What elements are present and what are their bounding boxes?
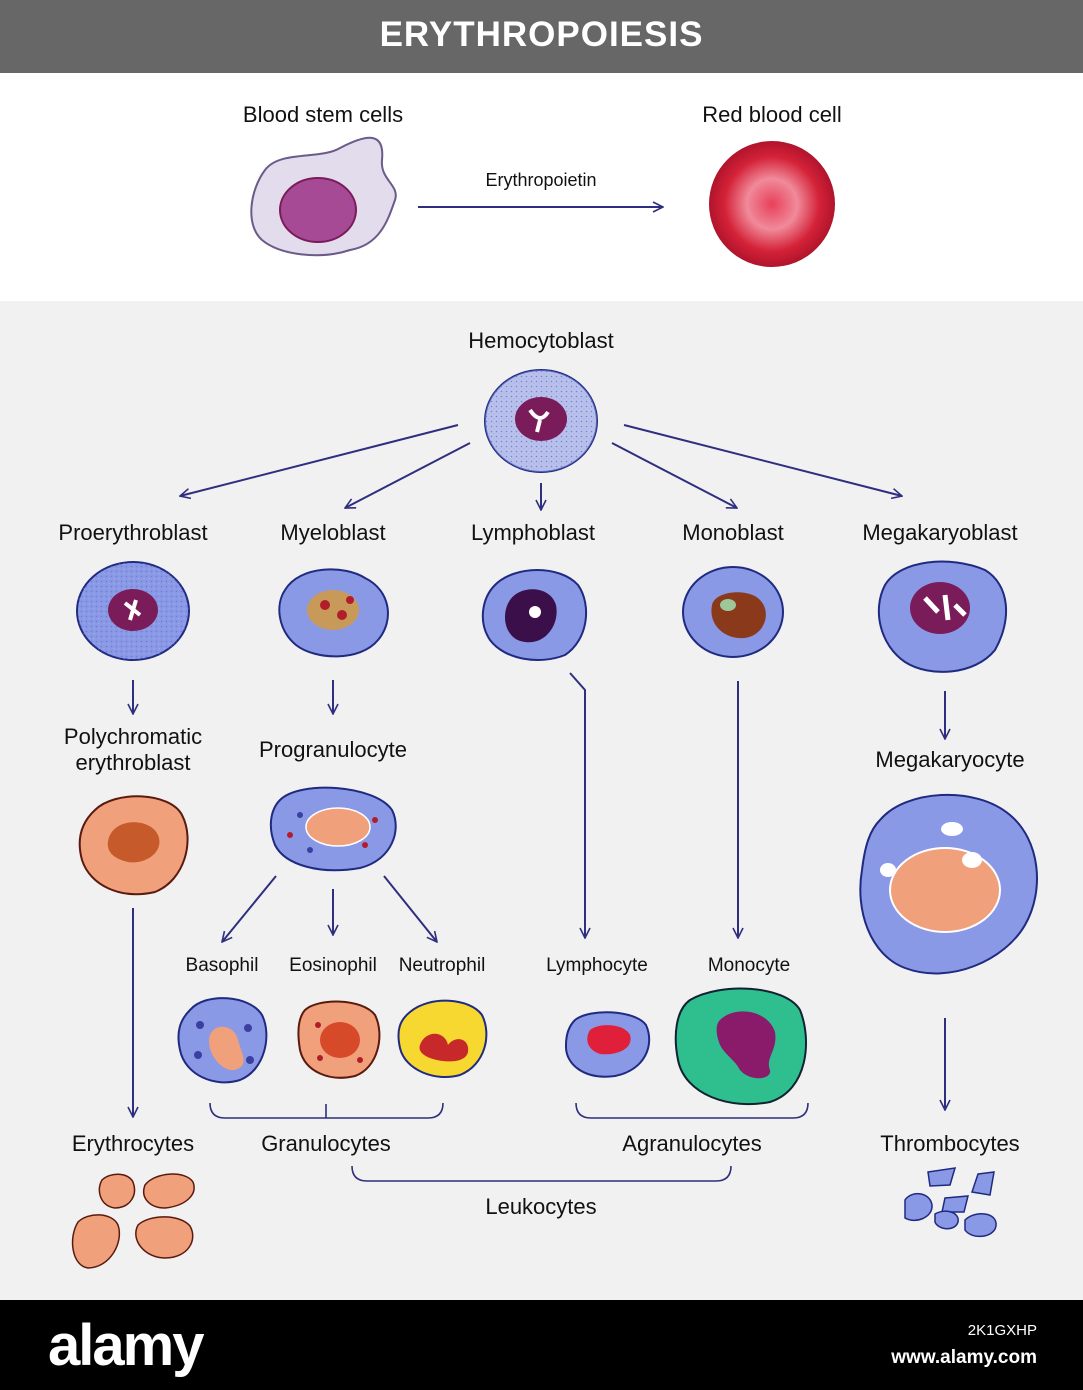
lymphoblast-cell: [481, 569, 588, 661]
myeloblast-label: Myeloblast: [280, 520, 386, 545]
monoblast-cell: [682, 566, 784, 658]
rbc-label: Red blood cell: [702, 102, 842, 127]
top-panel: [0, 73, 1083, 301]
leukocytes-label: Leukocytes: [485, 1194, 597, 1219]
page-title: ERYTHROPOIESIS: [379, 15, 704, 54]
neutrophil-cell: [397, 999, 488, 1078]
polychromatic-erythroblast-label: Polychromatic erythroblast: [63, 724, 203, 775]
neutrophil-label: Neutrophil: [398, 955, 486, 976]
granulocytes-bracket: [209, 1102, 444, 1119]
red-blood-cell-illustration: [709, 141, 835, 267]
basophil-label: Basophil: [185, 955, 259, 976]
progranulocyte-label: Progranulocyte: [259, 737, 407, 762]
branch-arrows: [180, 424, 902, 510]
erythrocytes-illustration: [71, 1173, 195, 1269]
alamy-url[interactable]: www.alamy.com: [891, 1347, 1037, 1368]
level2-arrows: [133, 672, 945, 938]
lymphocyte-label: Lymphocyte: [546, 955, 648, 976]
agranulocytes-label: Agranulocytes: [622, 1131, 762, 1156]
agranulocytes-bracket: [575, 1102, 809, 1119]
progranulocyte-cell: [269, 786, 397, 872]
megakaryoblast-cell: [877, 560, 1008, 673]
monoblast-label: Monoblast: [682, 520, 784, 545]
stem-cell-illustration: [250, 136, 397, 257]
stem-cells-label: Blood stem cells: [242, 102, 404, 127]
lymphocyte-cell: [564, 1011, 651, 1078]
lymphoblast-label: Lymphoblast: [471, 520, 595, 545]
level3-arrows: [133, 875, 945, 1117]
hemocytoblast-label: Hemocytoblast: [468, 328, 614, 353]
eosinophil-cell: [297, 1000, 381, 1079]
thrombocytes-label: Thrombocytes: [880, 1131, 1020, 1156]
diagram-svg: [71, 136, 1038, 1269]
monocyte-label: Monocyte: [707, 955, 791, 976]
polychromatic-erythroblast-cell: [78, 795, 189, 896]
proerythroblast-cell: [76, 561, 190, 661]
basophil-cell: [177, 997, 268, 1084]
alamy-logo: alamy: [48, 1313, 204, 1378]
image-id: 2K1GXHP: [967, 1322, 1037, 1339]
thrombocytes-illustration: [904, 1167, 997, 1238]
erythrocytes-label: Erythrocytes: [71, 1131, 195, 1156]
megakaryocyte-label: Megakaryocyte: [875, 747, 1025, 772]
megakaryoblast-label: Megakaryoblast: [862, 520, 1018, 545]
hemocytoblast-cell: [484, 369, 598, 473]
erythropoietin-label: Erythropoietin: [485, 170, 597, 190]
leukocytes-bracket: [351, 1165, 732, 1182]
myeloblast-cell: [278, 568, 389, 658]
proerythroblast-label: Proerythroblast: [58, 520, 208, 545]
header-bar: ERYTHROPOIESIS: [0, 0, 1083, 73]
megakaryocyte-cell: [859, 793, 1038, 975]
granulocytes-label: Granulocytes: [261, 1131, 391, 1156]
eosinophil-label: Eosinophil: [289, 955, 377, 976]
monocyte-cell: [674, 987, 807, 1106]
footer-bar: [0, 1300, 1083, 1390]
